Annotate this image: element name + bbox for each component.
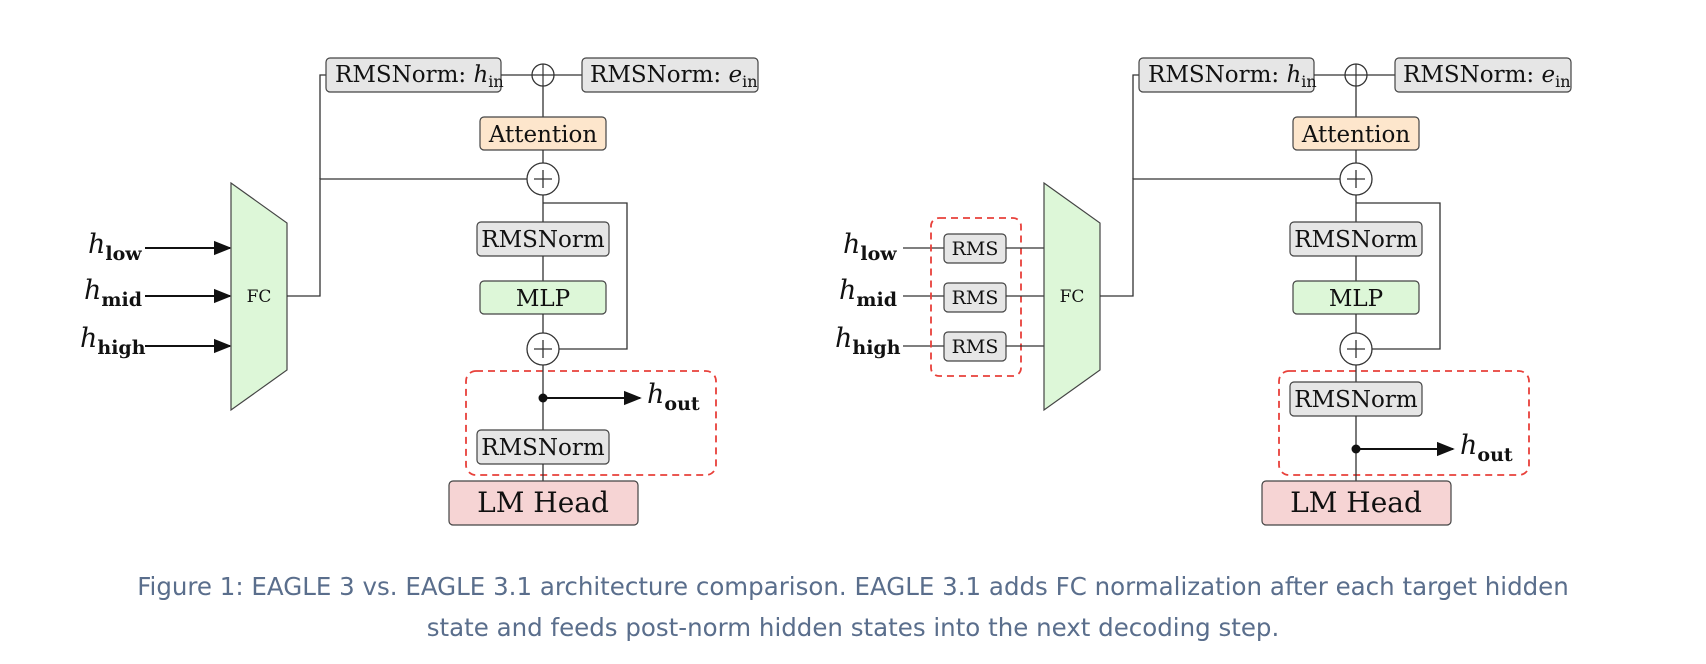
- lm-head-label: LM Head: [1290, 486, 1422, 519]
- input-label-low: hlow: [88, 229, 142, 265]
- eagle3-diagram: hlow hmid hhigh FC RMSNorm: hin RMSNorm:…: [80, 57, 759, 526]
- fc-block: [230, 181, 288, 412]
- fc-to-rmsnorm-h-line: [319, 74, 326, 179]
- rmsnorm-e-box: [581, 57, 759, 93]
- input-label-mid: hmid: [839, 275, 897, 311]
- figure-caption: Figure 1: EAGLE 3 vs. EAGLE 3.1 architec…: [0, 566, 1706, 648]
- lm-head-box: [448, 480, 639, 526]
- attention-label: Attention: [488, 122, 598, 148]
- residual-line: [1356, 202, 1441, 350]
- post-norm-region: [1278, 370, 1530, 476]
- caption-line-2: state and feeds post-norm hidden states …: [426, 613, 1280, 642]
- architecture-diagram: hlow hmid hhigh FC RMSNorm: hin RMSNorm:…: [80, 57, 1572, 526]
- lm-head-box: [1261, 480, 1452, 526]
- residual-line: [543, 202, 628, 350]
- rmsnorm-h-label: RMSNorm: hin: [335, 62, 504, 91]
- post-norm-region: [465, 370, 717, 476]
- rmsnorm-e-box: [1394, 57, 1572, 93]
- output-label: hout: [1460, 430, 1513, 466]
- lm-head-label: LM Head: [477, 486, 609, 519]
- input-label-mid: hmid: [84, 275, 142, 311]
- caption-line-1: Figure 1: EAGLE 3 vs. EAGLE 3.1 architec…: [137, 572, 1569, 601]
- output-label: hout: [647, 379, 700, 415]
- rmsnorm-label: RMSNorm: [481, 227, 605, 253]
- fc-label: FC: [247, 287, 272, 307]
- fc-block: [1043, 181, 1101, 412]
- eagle31-diagram: hlow hmid hhigh RMS RMS RMS FC RMSNorm: …: [835, 57, 1572, 526]
- rmsnorm-h-label: RMSNorm: hin: [1148, 62, 1317, 91]
- rmsnorm-label: RMSNorm: [1294, 227, 1418, 253]
- input-label-high: hhigh: [80, 323, 146, 359]
- rmsnorm-final-label: RMSNorm: [481, 435, 605, 461]
- input-label-low: hlow: [843, 229, 897, 265]
- rmsnorm-e-label: RMSNorm: ein: [1403, 62, 1571, 91]
- mlp-label: MLP: [516, 286, 570, 312]
- fc-label: FC: [1060, 287, 1085, 307]
- mlp-label: MLP: [1329, 286, 1383, 312]
- rmsnorm-final-label: RMSNorm: [1294, 387, 1418, 413]
- rms-norm-region: [930, 217, 1022, 377]
- attention-label: Attention: [1301, 122, 1411, 148]
- rms-box-mid: [943, 282, 1007, 313]
- rms-label-mid: RMS: [952, 287, 999, 309]
- input-label-high: hhigh: [835, 323, 901, 359]
- fc-to-rmsnorm-h-line: [1132, 74, 1139, 179]
- rms-label-low: RMS: [952, 238, 999, 260]
- fc-output-line: [287, 178, 529, 297]
- rmsnorm-e-label: RMSNorm: ein: [590, 62, 758, 91]
- fc-output-line: [1100, 178, 1342, 297]
- rms-label-high: RMS: [952, 336, 999, 358]
